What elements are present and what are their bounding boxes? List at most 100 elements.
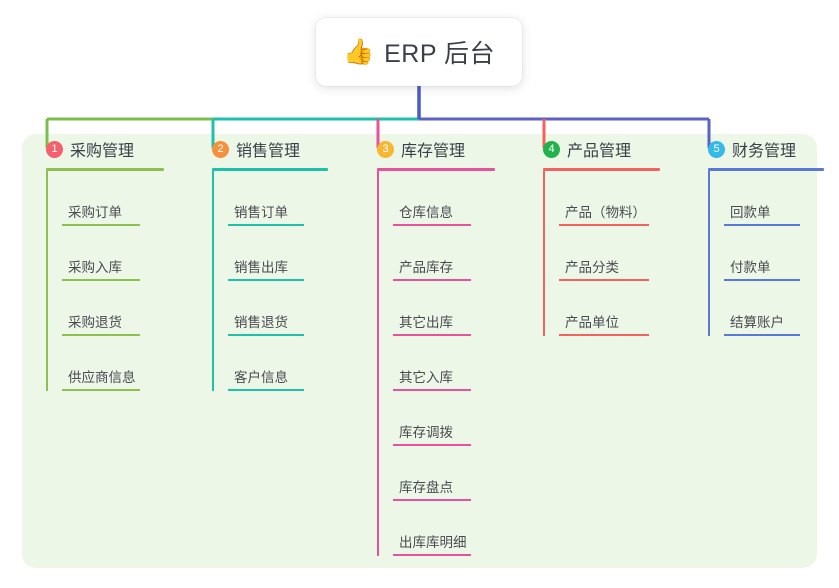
leaf-item[interactable]: 供应商信息: [46, 336, 190, 391]
branch-leaf-list: 仓库信息产品库存其它出库其它入库库存调拨库存盘点出库库明细: [361, 171, 526, 556]
leaf-item-label: 付款单: [730, 260, 771, 275]
leaf-item-underline: [393, 279, 471, 281]
branch-columns: 1 采购管理采购订单采购入库采购退货供应商信息 2 销售管理销售订单销售出库销售退货客…: [0, 134, 839, 568]
leaf-item-label: 产品库存: [399, 260, 453, 275]
leaf-item-underline: [393, 334, 471, 336]
leaf-item-underline: [559, 279, 649, 281]
leaf-item[interactable]: 产品单位: [543, 281, 692, 336]
leaf-item-label: 采购入库: [68, 260, 122, 275]
branch-spine: [708, 171, 710, 336]
root-node-title: ERP 后台: [384, 40, 496, 68]
leaf-item-underline: [393, 224, 471, 226]
leaf-item-underline: [228, 334, 304, 336]
branch-header-underline: [543, 168, 660, 171]
leaf-item-underline: [393, 499, 471, 501]
leaf-item-label: 客户信息: [234, 370, 288, 385]
leaf-item-underline: [228, 279, 304, 281]
leaf-item[interactable]: 销售订单: [212, 171, 356, 226]
branch-leaf-list: 产品（物料） 产品分类产品单位: [527, 171, 692, 336]
leaf-item[interactable]: 回款单: [708, 171, 837, 226]
branch-number-badge: 3: [377, 140, 394, 158]
leaf-item[interactable]: 产品库存: [377, 226, 526, 281]
leaf-item-underline: [393, 444, 471, 446]
leaf-item[interactable]: 结算账户: [708, 281, 837, 336]
branch-title: 采购管理: [70, 143, 135, 160]
leaf-item-label: 结算账户: [730, 315, 784, 330]
branch-title: 销售管理: [236, 143, 301, 160]
leaf-item-underline: [393, 554, 471, 556]
branch-spine: [212, 171, 214, 391]
leaf-item-underline: [62, 389, 140, 391]
leaf-item[interactable]: 仓库信息: [377, 171, 526, 226]
branch-header-3[interactable]: 3 库存管理: [361, 134, 526, 164]
leaf-item-underline: [724, 279, 800, 281]
leaf-item-underline: [393, 389, 471, 391]
leaf-item[interactable]: 客户信息: [212, 336, 356, 391]
branch-number-badge: 1: [46, 140, 63, 158]
leaf-item-label: 仓库信息: [399, 205, 453, 220]
leaf-item-label: 采购退货: [68, 315, 122, 330]
leaf-item-label: 库存调拨: [399, 425, 453, 440]
branch-header-underline: [708, 168, 824, 171]
diagram-panel-background: [22, 134, 817, 568]
leaf-item-underline: [724, 224, 800, 226]
branch-column-5: 5 财务管理回款单付款单结算账户: [692, 134, 837, 336]
leaf-item-label: 产品（物料）: [565, 205, 646, 220]
leaf-item-label: 其它出库: [399, 315, 453, 330]
branch-leaf-list: 采购订单采购入库采购退货供应商信息: [30, 171, 190, 391]
branch-spine: [543, 171, 545, 336]
branch-number-badge: 4: [543, 140, 560, 158]
branch-header-underline: [377, 168, 495, 171]
leaf-item-label: 产品单位: [565, 315, 619, 330]
leaf-item-underline: [559, 334, 649, 336]
branch-number-badge: 5: [708, 140, 725, 158]
branch-column-2: 2 销售管理销售订单销售出库销售退货客户信息: [196, 134, 356, 391]
branch-header-underline: [212, 168, 328, 171]
leaf-item[interactable]: 付款单: [708, 226, 837, 281]
leaf-item-label: 销售订单: [234, 205, 288, 220]
leaf-item-underline: [724, 334, 800, 336]
leaf-item-underline: [559, 224, 649, 226]
leaf-item-label: 销售退货: [234, 315, 288, 330]
leaf-item-label: 库存盘点: [399, 480, 453, 495]
leaf-item-label: 出库库明细: [399, 535, 467, 550]
leaf-item-underline: [228, 389, 304, 391]
leaf-item[interactable]: 产品（物料）: [543, 171, 692, 226]
leaf-item[interactable]: 销售退货: [212, 281, 356, 336]
branch-column-3: 3 库存管理仓库信息产品库存其它出库其它入库库存调拨库存盘点出库库明细: [361, 134, 526, 556]
branch-column-1: 1 采购管理采购订单采购入库采购退货供应商信息: [30, 134, 190, 391]
branch-number-badge: 2: [212, 140, 229, 158]
leaf-item-label: 采购订单: [68, 205, 122, 220]
thumbs-up-icon: 👍: [342, 37, 375, 66]
leaf-item[interactable]: 其它出库: [377, 281, 526, 336]
leaf-item-underline: [62, 224, 140, 226]
leaf-item-underline: [62, 279, 140, 281]
leaf-item[interactable]: 库存调拨: [377, 391, 526, 446]
leaf-item-underline: [62, 334, 140, 336]
leaf-item[interactable]: 采购入库: [46, 226, 190, 281]
leaf-item[interactable]: 库存盘点: [377, 446, 526, 501]
branch-title: 财务管理: [732, 143, 797, 160]
branch-spine: [377, 171, 379, 556]
leaf-item[interactable]: 产品分类: [543, 226, 692, 281]
branch-header-2[interactable]: 2 销售管理: [196, 134, 356, 164]
leaf-item-label: 其它入库: [399, 370, 453, 385]
branch-title: 库存管理: [401, 143, 466, 160]
leaf-item-label: 回款单: [730, 205, 771, 220]
leaf-item[interactable]: 采购订单: [46, 171, 190, 226]
leaf-item-label: 销售出库: [234, 260, 288, 275]
branch-header-1[interactable]: 1 采购管理: [30, 134, 190, 164]
leaf-item-label: 供应商信息: [68, 370, 136, 385]
leaf-item[interactable]: 销售出库: [212, 226, 356, 281]
leaf-item[interactable]: 采购退货: [46, 281, 190, 336]
branch-header-5[interactable]: 5 财务管理: [692, 134, 837, 164]
leaf-item[interactable]: 出库库明细: [377, 501, 526, 556]
branch-header-4[interactable]: 4 产品管理: [527, 134, 692, 164]
branch-title: 产品管理: [567, 143, 632, 160]
leaf-item[interactable]: 其它入库: [377, 336, 526, 391]
root-node[interactable]: 👍 ERP 后台: [316, 18, 522, 86]
branch-leaf-list: 销售订单销售出库销售退货客户信息: [196, 171, 356, 391]
branch-column-4: 4 产品管理产品（物料） 产品分类产品单位: [527, 134, 692, 336]
branch-spine: [46, 171, 48, 391]
